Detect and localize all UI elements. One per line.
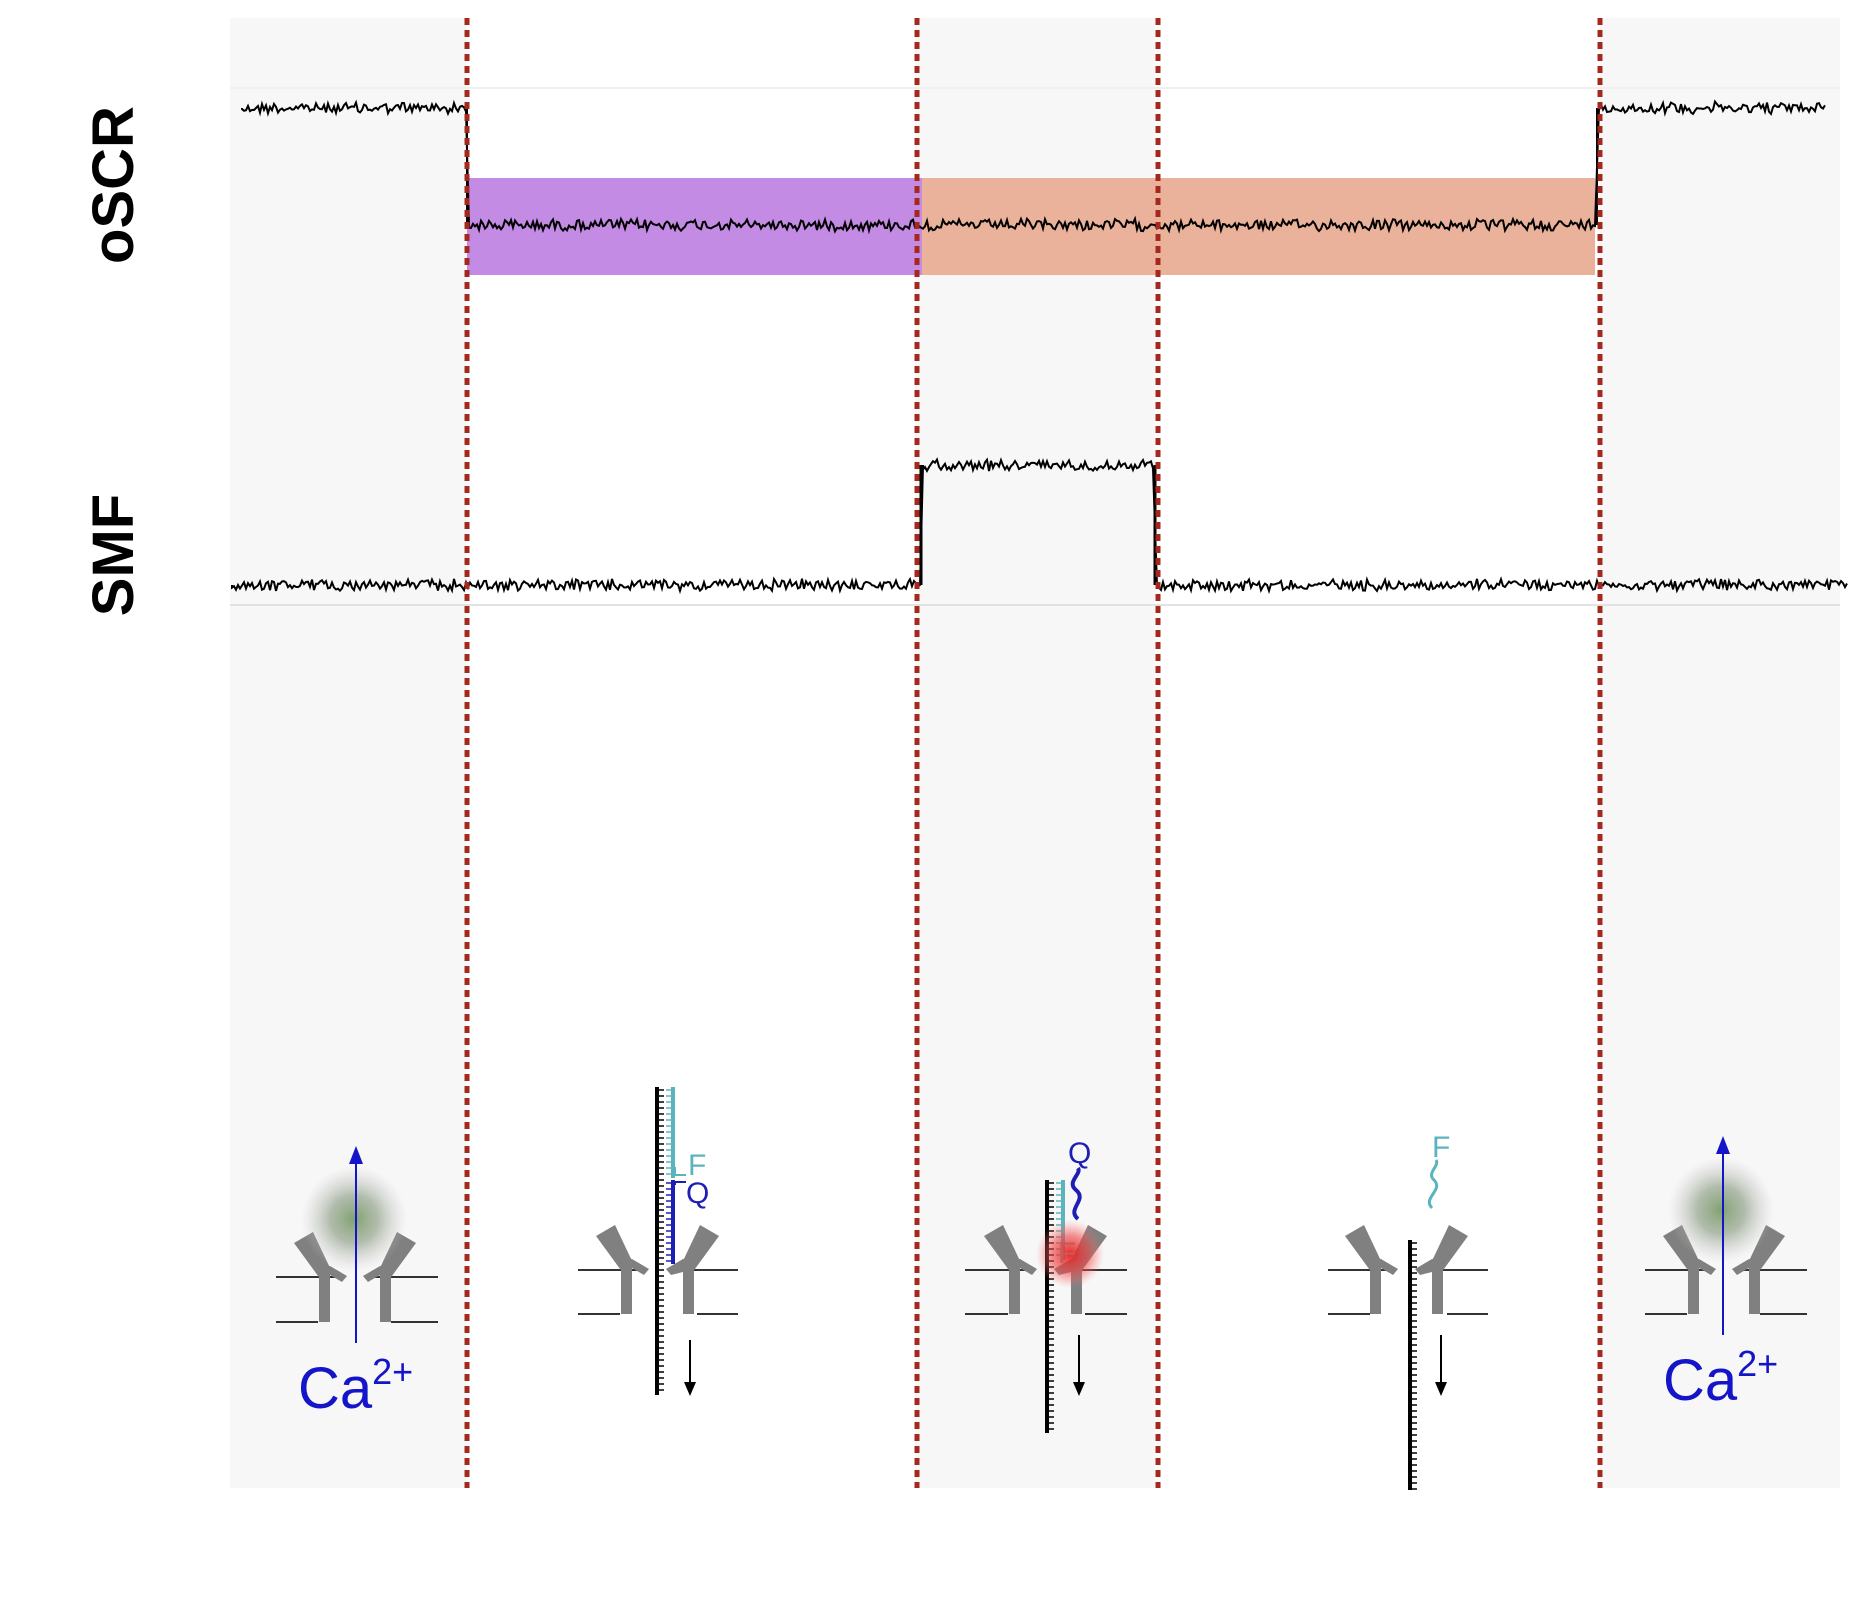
ion-flux-arrow-head	[1716, 1136, 1730, 1154]
oscr-label: oSCR	[81, 106, 146, 264]
fluorescence-glow-red	[1036, 1220, 1104, 1288]
translocation-arrow-head	[1073, 1382, 1085, 1396]
pore-protein-left	[1345, 1225, 1398, 1314]
dna-strand-long	[1408, 1240, 1417, 1490]
panel-open-pore-end	[1600, 18, 1840, 1488]
pore-protein-left	[1663, 1225, 1716, 1314]
schematic-fluorophore-release: F	[1328, 1131, 1488, 1490]
quencher-linker	[674, 1181, 686, 1185]
pore-protein-left	[294, 1232, 347, 1322]
calcium-label: Ca2+	[1663, 1343, 1778, 1413]
schematic-quencher-release: F Q	[965, 1137, 1127, 1433]
fluorophore-marker: F	[688, 1149, 706, 1182]
pore-protein-right	[363, 1232, 416, 1322]
schematic-duplex-entry: F Q	[578, 1087, 738, 1396]
fluorophore-marker: F	[1432, 1131, 1450, 1164]
ion-flux-arrow-head	[349, 1146, 363, 1164]
fluorophore-marker: F	[1058, 1237, 1076, 1270]
calcium-label: Ca2+	[298, 1351, 413, 1421]
smf-label: SMF	[81, 494, 146, 616]
released-quencher-strand	[1070, 1166, 1082, 1221]
fluorophore-linker	[674, 1167, 686, 1176]
event-lines	[464, 18, 1603, 1488]
dna-strand-quencher	[666, 1180, 675, 1264]
translocation-arrow-head	[684, 1382, 696, 1396]
quencher-marker: Q	[1068, 1137, 1091, 1170]
oscr-trace	[241, 99, 1826, 235]
dna-strand-long	[655, 1087, 664, 1395]
translocation-arrow-head	[1435, 1382, 1447, 1396]
released-fluorophore-strand	[1428, 1159, 1439, 1210]
pore-protein-left	[984, 1225, 1037, 1314]
dna-strand-fluorophore	[666, 1087, 675, 1178]
schematic-open-pore: Ca2+	[276, 1146, 438, 1421]
smf-trace	[231, 457, 1848, 595]
fluorescence-glow-green	[1668, 1157, 1774, 1263]
pore-protein-right	[1732, 1225, 1785, 1314]
quencher-marker: Q	[686, 1177, 709, 1210]
pore-protein-right	[666, 1225, 719, 1314]
pore-protein-right	[1415, 1225, 1468, 1314]
fluorescence-glow-green	[301, 1166, 407, 1272]
schematic-open-pore-end: Ca2+	[1645, 1136, 1807, 1413]
pore-protein-left	[596, 1225, 649, 1314]
